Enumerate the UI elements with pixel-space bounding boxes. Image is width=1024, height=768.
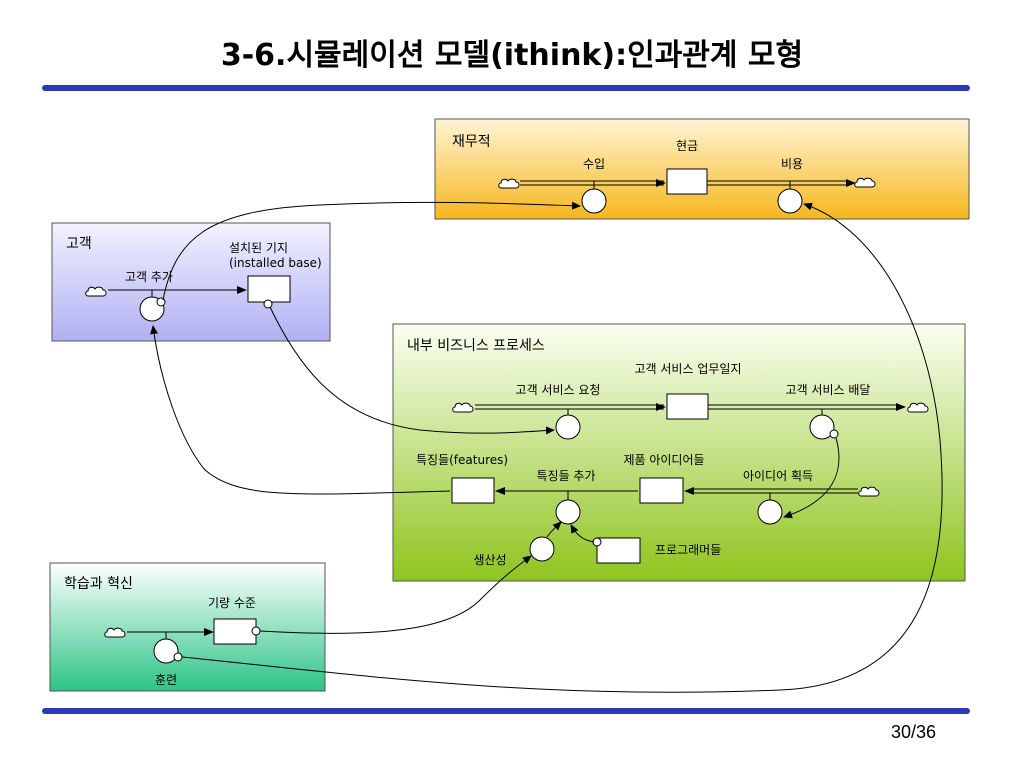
internal-sector-label: 내부 비즈니스 프로세스 xyxy=(407,338,545,354)
idea-acquisition-valve xyxy=(769,492,774,500)
productivity-converter xyxy=(529,536,555,562)
service-delivery-arrowhead xyxy=(896,403,906,411)
customer-add-flow-arrowhead xyxy=(237,286,247,294)
revenue-flow-arrowhead xyxy=(656,179,666,187)
productivity-label: 생산성 xyxy=(473,553,506,567)
top-divider xyxy=(42,85,970,91)
skill-level-connector-dot xyxy=(251,626,261,636)
expense-valve xyxy=(789,180,794,189)
training-connector-dot xyxy=(173,652,183,662)
installed-base-label-line1: 설치된 기지 xyxy=(229,241,288,255)
link-service-delivery-to-idea-acquisition xyxy=(783,437,840,519)
features-label: 특징들(features) xyxy=(416,453,508,467)
customer-add-label: 고객 추가 xyxy=(125,270,173,284)
programmers-connector-dot xyxy=(592,537,602,547)
cash-stock-label: 현금 xyxy=(676,139,698,153)
skill-level-label: 기량 수준 xyxy=(208,596,256,610)
customer-add-connector-dot xyxy=(156,297,166,307)
features-add-label: 특징들 추가 xyxy=(536,469,595,483)
service-delivery-valve xyxy=(821,408,826,415)
service-sink-cloud xyxy=(907,402,929,413)
customer-sector-label: 고객 xyxy=(66,236,92,252)
features-add-arrowhead xyxy=(495,487,505,495)
idea-acquisition-arrowhead xyxy=(684,487,694,495)
training-flow-arrowhead xyxy=(204,628,214,636)
slide-title: 3-6.시뮬레이션 모델(ithink):인과관계 모형 xyxy=(220,38,804,73)
installed-base-label-line2: (installed base) xyxy=(229,256,322,270)
link-installed-base-to-service-request xyxy=(269,306,555,435)
features-add-converter xyxy=(555,499,581,525)
customer-source-cloud xyxy=(85,286,107,297)
bottom-divider xyxy=(42,708,970,714)
features-stock xyxy=(451,477,495,504)
installed-base-stock xyxy=(247,275,291,303)
link-skill-level-to-productivity xyxy=(259,555,532,634)
idea-acquisition-label: 아이디어 획득 xyxy=(743,469,813,483)
service-request-converter xyxy=(555,414,581,440)
learning-sector-label: 학습과 혁신 xyxy=(64,576,133,592)
service-delivery-connector-dot xyxy=(829,429,839,439)
link-customer-add-to-revenue xyxy=(162,201,581,301)
revenue-converter xyxy=(581,188,607,214)
revenue-label: 수입 xyxy=(583,157,605,171)
expense-converter xyxy=(777,188,803,214)
expense-label: 비용 xyxy=(781,157,803,171)
cash-stock xyxy=(666,168,708,195)
expense-flow-arrowhead xyxy=(846,179,856,187)
skill-source-cloud xyxy=(104,627,126,638)
service-request-label: 고객 서비스 요청 xyxy=(516,383,601,397)
link-programmers-to-features-add xyxy=(570,524,595,543)
service-backlog-stock xyxy=(666,393,709,420)
cash-source-cloud xyxy=(498,178,520,189)
product-ideas-stock xyxy=(639,477,684,504)
link-features-to-customer-add xyxy=(150,325,451,495)
cash-sink-cloud xyxy=(854,177,876,188)
service-source-cloud xyxy=(452,402,474,413)
service-backlog-label: 고객 서비스 업무일지 xyxy=(635,362,742,376)
programmers-label: 프로그래머들 xyxy=(655,543,721,557)
link-productivity-to-features-add xyxy=(546,521,562,538)
programmers-stock xyxy=(596,537,641,564)
training-valve xyxy=(165,631,170,639)
training-label: 훈련 xyxy=(155,673,177,687)
link-training-to-expense xyxy=(181,202,943,693)
revenue-valve xyxy=(593,180,598,189)
page-number: 30/36 xyxy=(890,722,936,742)
idea-acquisition-converter xyxy=(757,499,783,525)
features-add-valve xyxy=(567,490,572,500)
idea-source-cloud xyxy=(858,486,880,497)
service-request-valve xyxy=(567,408,572,415)
product-ideas-label: 제품 아이디어들 xyxy=(623,453,704,467)
learning-sector-panel xyxy=(49,562,326,692)
skill-level-stock xyxy=(213,618,257,645)
service-request-arrowhead xyxy=(656,403,666,411)
financial-sector-label: 재무적 xyxy=(452,134,491,150)
service-delivery-label: 고객 서비스 배달 xyxy=(786,383,871,397)
installed-base-connector-dot xyxy=(263,299,273,309)
internal-process-sector-panel xyxy=(392,323,966,582)
customer-add-valve xyxy=(151,289,156,297)
